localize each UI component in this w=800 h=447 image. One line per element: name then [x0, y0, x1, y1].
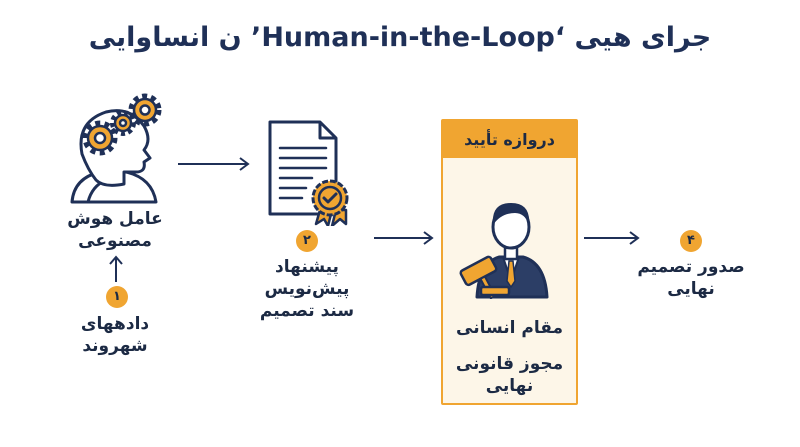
- ai-head-gears-icon: [70, 93, 162, 204]
- citizen-data-label-line1: دادههای: [80, 314, 150, 334]
- diagram-title: جرای هیی ‘Human-in-the-Loop’ ن انساوایی: [88, 22, 712, 53]
- draft-label-line2: سند تصمیم: [259, 301, 355, 321]
- arrow-agent-to-draft: [178, 157, 250, 171]
- approval-gate-box: دروازه تأیید مقام انسانی مجوز قانونی نها…: [441, 119, 578, 405]
- human-authority-label: مقام انسانی: [456, 318, 563, 338]
- draft-label-line1: پیشنهاد پیش‌نویس: [264, 257, 350, 299]
- final-legal-permit-line1: مجوز قانونی: [455, 354, 564, 374]
- final-legal-permit-line2: نهایی: [485, 376, 534, 396]
- step-badge-4: ۴: [680, 230, 702, 252]
- step-badge-2: ۲: [296, 230, 318, 252]
- final-legal-permit-label: مجوز قانونی نهایی: [443, 353, 576, 397]
- step-badge-1: ۱: [106, 286, 128, 308]
- final-decision-label-line2: نهایی: [667, 279, 715, 299]
- ai-agent-label-line1: عامل هوش: [67, 209, 163, 229]
- citizen-data-label: دادههای شهروند: [50, 313, 180, 357]
- ai-agent-label: عامل هوش مصنوعی: [50, 208, 180, 252]
- arrow-gate-to-final: [584, 231, 640, 245]
- final-decision-label: صدور تصمیم نهایی: [630, 256, 752, 300]
- arrow-draft-to-gate: [374, 231, 434, 245]
- document-certificate-icon: [268, 120, 349, 226]
- approval-gate-header: دروازه تأیید: [443, 121, 576, 158]
- draft-label: پیشنهاد پیش‌نویس سند تصمیم: [232, 256, 382, 322]
- arrow-up-data-to-agent: [109, 255, 123, 282]
- judge-gavel-icon: [459, 203, 549, 299]
- ai-agent-label-line2: مصنوعی: [78, 231, 152, 251]
- citizen-data-label-line2: شهروند: [82, 336, 148, 356]
- final-decision-label-line1: صدور تصمیم: [637, 257, 745, 277]
